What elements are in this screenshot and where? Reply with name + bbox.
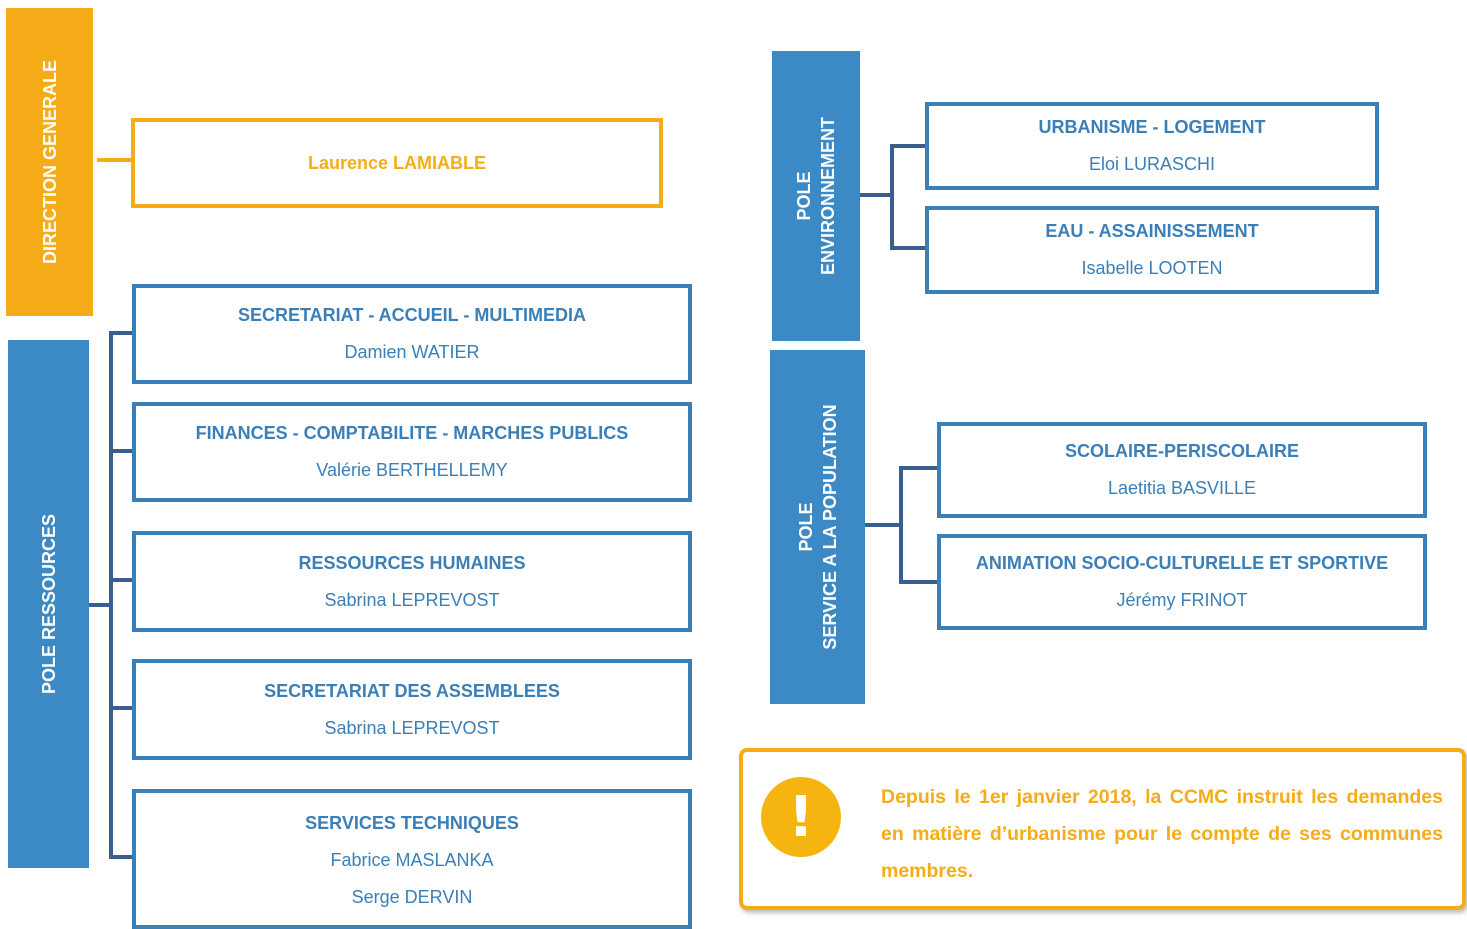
connector-population-1: [899, 580, 939, 584]
service-box-animation: ANIMATION SOCIO-CULTURELLE ET SPORTIVE J…: [937, 534, 1427, 630]
pole-ressources-label: POLE RESSOURCES: [38, 513, 59, 695]
service-box-secretariat-accueil: SECRETARIAT - ACCUEIL - MULTIMEDIA Damie…: [132, 284, 692, 384]
service-person: Sabrina LEPREVOST: [324, 589, 500, 610]
exclamation-icon: !: [761, 777, 841, 857]
pole-environnement-label: POLE ENVIRONNEMENT: [794, 116, 838, 276]
service-person: Isabelle LOOTEN: [1081, 258, 1223, 278]
direction-generale-label: DIRECTION GENERALE: [39, 59, 60, 265]
connector-environnement-1: [890, 246, 928, 250]
service-person: Sabrina LEPREVOST: [324, 717, 500, 738]
connector-ressources-stub: [89, 603, 111, 607]
pole-population-label: POLE SERVICE A LA POPULATION: [795, 404, 840, 650]
direction-box: Laurence LAMIABLE: [131, 118, 663, 208]
service-title: ANIMATION SOCIO-CULTURELLE ET SPORTIVE: [975, 553, 1389, 573]
connector-population-0: [899, 466, 939, 470]
connector-ressources-4: [109, 855, 135, 859]
pole-ressources-bar: POLE RESSOURCES: [8, 340, 89, 868]
service-title: FINANCES - COMPTABILITE - MARCHES PUBLIC…: [195, 423, 629, 443]
connector-environnement-stub: [860, 193, 894, 197]
service-title: SERVICES TECHNIQUES: [305, 813, 519, 833]
service-title: SECRETARIAT - ACCUEIL - MULTIMEDIA: [238, 305, 586, 325]
service-person: Damien WATIER: [344, 342, 480, 362]
direction-generale-bar: DIRECTION GENERALE: [6, 8, 93, 316]
info-note: ! Depuis le 1er janvier 2018, la CCMC in…: [739, 748, 1466, 910]
service-box-ressources-humaines: RESSOURCES HUMAINES Sabrina LEPREVOST: [132, 531, 692, 632]
service-box-services-techniques: SERVICES TECHNIQUES Fabrice MASLANKA Ser…: [132, 789, 692, 929]
service-person: Valérie BERTHELLEMY: [316, 460, 508, 480]
connector-ressources-3: [109, 706, 135, 710]
service-title: RESSOURCES HUMAINES: [298, 552, 526, 573]
connector-direction: [97, 158, 133, 162]
pole-environnement-bar: POLE ENVIRONNEMENT: [772, 51, 860, 341]
service-box-secretariat-assemblees: SECRETARIAT DES ASSEMBLEES Sabrina LEPRE…: [132, 659, 692, 760]
service-title: SECRETARIAT DES ASSEMBLEES: [264, 680, 560, 701]
service-title: URBANISME - LOGEMENT: [1038, 117, 1266, 137]
connector-environnement-spine: [890, 144, 894, 250]
service-box-scolaire: SCOLAIRE-PERISCOLAIRE Laetitia BASVILLE: [937, 422, 1427, 518]
service-person: Jérémy FRINOT: [1116, 590, 1248, 610]
service-person: Eloi LURASCHI: [1088, 154, 1216, 174]
note-text: Depuis le 1er janvier 2018, la CCMC inst…: [881, 786, 1443, 882]
connector-environnement-0: [890, 144, 928, 148]
service-person: Fabrice MASLANKA: [330, 850, 494, 870]
connector-ressources-spine: [109, 331, 113, 859]
director-name: Laurence LAMIABLE: [307, 152, 487, 173]
connector-ressources-0: [109, 331, 135, 335]
connector-population-stub: [865, 523, 903, 527]
connector-ressources-2: [109, 578, 135, 582]
service-box-urbanisme: URBANISME - LOGEMENT Eloi LURASCHI: [925, 102, 1379, 190]
service-box-finances: FINANCES - COMPTABILITE - MARCHES PUBLIC…: [132, 402, 692, 502]
connector-population-spine: [899, 466, 903, 584]
service-title: EAU - ASSAINISSEMENT: [1045, 221, 1259, 241]
exclamation-glyph: !: [788, 784, 814, 850]
service-person: Serge DERVIN: [351, 887, 473, 907]
service-person: Laetitia BASVILLE: [1107, 478, 1257, 498]
connector-ressources-1: [109, 449, 135, 453]
service-title: SCOLAIRE-PERISCOLAIRE: [1064, 441, 1300, 461]
service-box-eau: EAU - ASSAINISSEMENT Isabelle LOOTEN: [925, 206, 1379, 294]
pole-population-bar: POLE SERVICE A LA POPULATION: [770, 350, 865, 704]
